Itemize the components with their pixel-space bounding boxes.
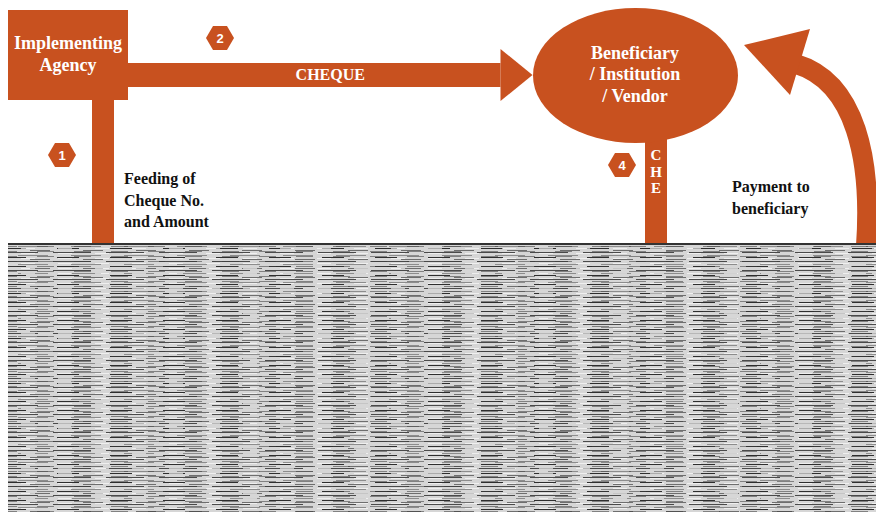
edge-label-holder: CHEQUE (292, 65, 369, 84)
edge-label: CHEQUE (292, 65, 369, 84)
cheque-arrow (128, 49, 533, 101)
callout-number-holder: 1 (58, 149, 65, 162)
feed-bar (92, 98, 114, 248)
callout-hexagon (608, 153, 636, 177)
ellipse-fill (533, 8, 738, 143)
step-note: Payment to beneficiary (732, 176, 832, 219)
callout-number-holder: 4 (618, 159, 625, 172)
arrow-shaft (128, 63, 501, 87)
callout-hexagon (48, 143, 76, 167)
beneficiary-ellipse: Beneficiary / Institution / Vendor (533, 8, 738, 143)
callout-number: 4 (618, 159, 625, 172)
step-note: Feeding of Cheque No. and Amount (124, 168, 224, 233)
callout-number-holder: 2 (216, 32, 223, 45)
step-note-holder: Payment to beneficiary (732, 176, 832, 219)
callout-number: 2 (216, 32, 223, 45)
bar-label-holder: CHE (649, 147, 664, 197)
callout-hexagon (206, 26, 234, 50)
payment-arrowhead (744, 29, 810, 95)
node-label: Implementing Agency (14, 33, 122, 76)
callout-number: 1 (58, 149, 65, 162)
corrupted-region-overlay (8, 243, 876, 512)
agency-box: Implementing Agency (8, 10, 128, 100)
step-note-holder: Feeding of Cheque No. and Amount (124, 168, 224, 233)
corrupted-region (8, 243, 876, 512)
payment-arrow (796, 64, 867, 246)
corrupted-edge (8, 243, 876, 245)
bar-label: CHE (649, 147, 664, 197)
node-label: Beneficiary / Institution / Vendor (588, 43, 682, 108)
cheque-bar (645, 138, 667, 248)
arrowhead (501, 49, 533, 101)
